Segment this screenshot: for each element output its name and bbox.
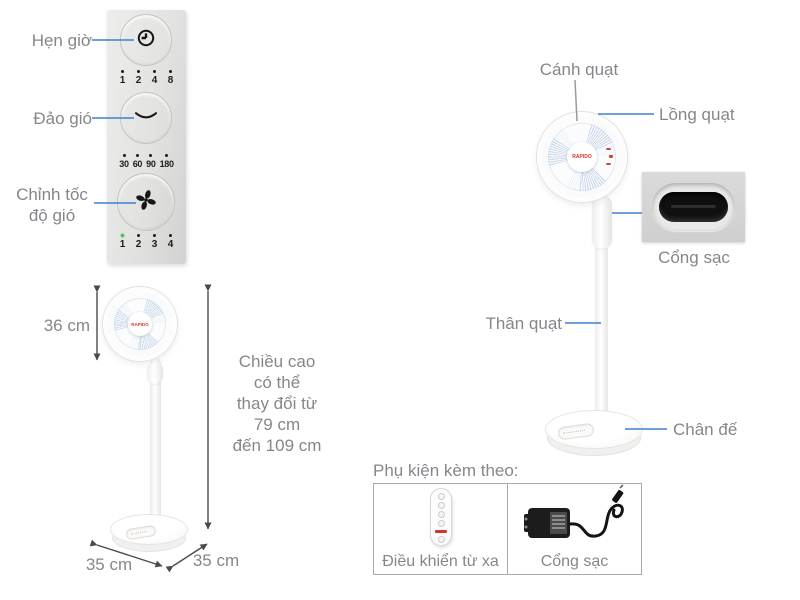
- accessories-table: Điều khiển từ xa Cổng sạc: [373, 483, 642, 575]
- timer-scale: 1 2 4 8: [107, 70, 186, 86]
- big-fan-pole: [595, 244, 608, 416]
- cage-label: Lồng quạt: [659, 105, 735, 124]
- head-diameter-label: 36 cm: [43, 316, 90, 335]
- charge-port-inset-photo: [642, 172, 745, 242]
- timer-button: [120, 14, 172, 66]
- big-fan-base: [545, 410, 643, 456]
- small-fan-pole: [150, 358, 161, 523]
- accessory-cell-remote: Điều khiển từ xa: [374, 484, 507, 574]
- oscillation-scale: 30 60 90 180: [107, 154, 186, 169]
- big-fan-head: [537, 112, 627, 202]
- power-adapter-icon: [516, 484, 636, 557]
- base-width-label: 35 cm: [85, 555, 133, 574]
- brand-mark: [435, 530, 447, 533]
- big-fan-collar: [592, 196, 612, 248]
- small-fan-collar: [147, 362, 163, 384]
- control-panel: 1 2 4 8 30 60 90 180 1 2 3 4: [107, 10, 186, 264]
- usb-port-icon: [659, 192, 728, 222]
- base-depth-label: 35 cm: [192, 551, 240, 570]
- charge-port-label: Cổng sạc: [658, 248, 730, 267]
- speed-label: Chỉnh tốc độ gió: [16, 185, 88, 225]
- body-label: Thân quạt: [485, 314, 562, 333]
- speed-scale: 1 2 3 4: [107, 234, 186, 250]
- accessory-cell-adapter: Cổng sạc: [507, 484, 641, 574]
- brand-logo: RAPIDO: [131, 321, 149, 327]
- active-speed-led: [121, 234, 124, 237]
- blades-label: Cánh quạt: [539, 60, 619, 79]
- oscillation-button: [120, 92, 172, 144]
- fan-propeller-icon: [135, 189, 157, 216]
- accessories-heading: Phụ kiện kèm theo:: [373, 461, 519, 480]
- timer-label: Hẹn giờ: [31, 31, 92, 50]
- remote-control-icon: [430, 488, 452, 546]
- small-fan-hub: RAPIDO: [128, 312, 152, 336]
- big-fan-hub: RAPIDO: [567, 142, 597, 172]
- remote-label: Điều khiển từ xa: [382, 553, 499, 570]
- speed-button: [117, 173, 175, 231]
- cage-indicator-mark: [606, 148, 611, 150]
- cage-indicator-mark: [609, 155, 613, 158]
- timer-clock-icon: [135, 27, 157, 54]
- cage-indicator-mark: [606, 163, 611, 165]
- height-range-note: Chiều cao có thể thay đổi từ 79 cm đến 1…: [232, 352, 322, 455]
- oscillation-label: Đảo gió: [33, 109, 92, 128]
- brand-logo: RAPIDO: [572, 154, 592, 160]
- oscillation-arc-icon: [133, 109, 159, 127]
- adapter-label: Cổng sạc: [540, 553, 609, 570]
- small-fan-base: [110, 514, 188, 552]
- base-label: Chân đế: [673, 420, 738, 439]
